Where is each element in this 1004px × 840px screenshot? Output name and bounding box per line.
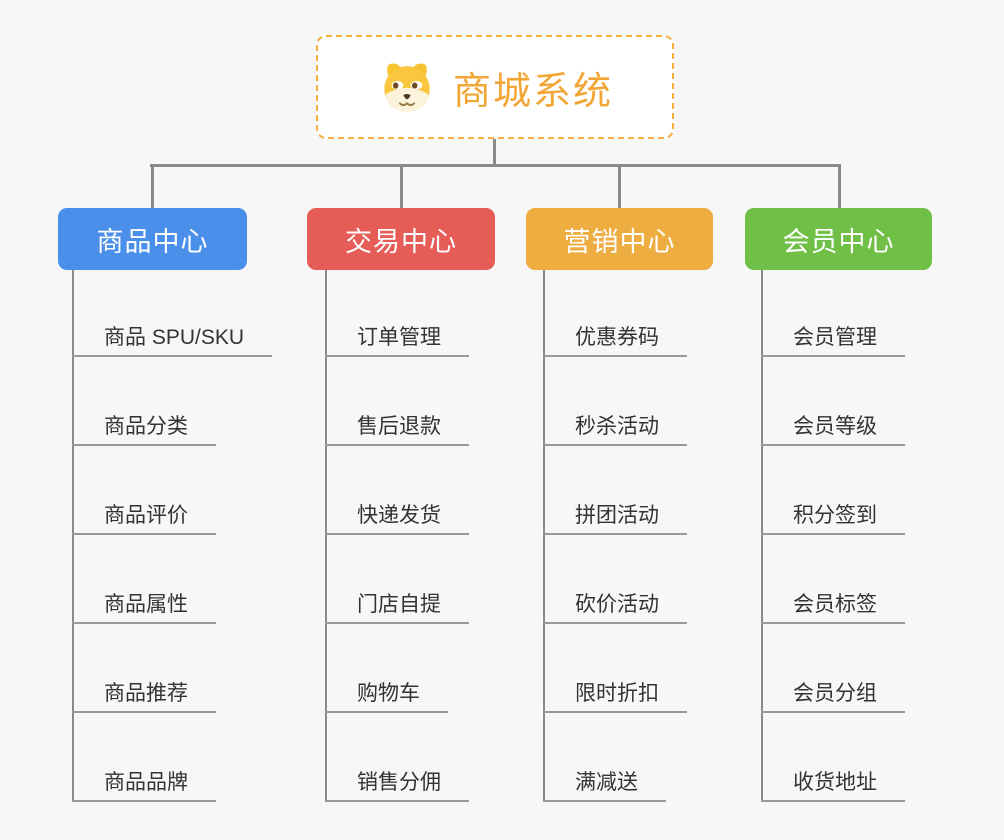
leaf-node-member-center-0[interactable]: 会员管理 [761,315,905,357]
leaf-node-product-center-0[interactable]: 商品 SPU/SKU [72,315,273,357]
branch-label: 商品中心 [96,226,209,257]
leaf-label: 商品分类 [104,415,188,438]
leaf-node-member-center-4[interactable]: 会员分组 [761,671,905,713]
leaf-label: 商品评价 [104,504,188,527]
leaf-node-trade-center-3[interactable]: 门店自提 [325,582,469,624]
leaf-node-member-center-2[interactable]: 积分签到 [761,493,905,535]
leaf-label: 商品属性 [104,593,188,616]
branch-node-marketing-center[interactable]: 营销中心 [526,208,713,270]
dog-face-icon [377,58,437,116]
branch-label: 营销中心 [563,226,676,257]
leaf-label: 商品品牌 [104,771,188,794]
leaf-node-product-center-4[interactable]: 商品推荐 [72,671,216,713]
leaf-node-marketing-center-5[interactable]: 满减送 [543,760,666,802]
branch-drop-line [151,164,154,208]
leaf-node-product-center-2[interactable]: 商品评价 [72,493,216,535]
leaf-label: 秒杀活动 [575,415,659,438]
leaf-label: 会员标签 [793,593,877,616]
leaf-label: 门店自提 [357,593,441,616]
leaf-node-trade-center-5[interactable]: 销售分佣 [325,760,469,802]
branch-trunk-line [72,270,74,802]
leaf-node-product-center-3[interactable]: 商品属性 [72,582,216,624]
root-topic-node[interactable]: 商城系统 [316,35,674,139]
leaf-label: 快递发货 [357,504,441,527]
leaf-label: 商品推荐 [104,682,188,705]
branch-label: 交易中心 [345,226,457,257]
leaf-node-trade-center-2[interactable]: 快递发货 [325,493,469,535]
branch-drop-line [838,164,841,208]
leaf-node-trade-center-0[interactable]: 订单管理 [325,315,469,357]
leaf-node-marketing-center-0[interactable]: 优惠券码 [543,315,687,357]
leaf-label: 拼团活动 [575,504,659,527]
branch-bus-line [150,164,840,167]
leaf-label: 商品 SPU/SKU [104,326,245,349]
leaf-label: 销售分佣 [357,771,441,794]
leaf-label: 满减送 [575,771,638,794]
leaf-label: 砍价活动 [575,593,659,616]
branch-drop-line [618,164,621,208]
leaf-label: 购物车 [357,682,420,705]
root-topic-title: 商城系统 [452,70,613,113]
leaf-node-marketing-center-2[interactable]: 拼团活动 [543,493,687,535]
leaf-label: 限时折扣 [575,682,659,705]
leaf-label: 会员管理 [793,326,877,349]
branch-node-product-center[interactable]: 商品中心 [58,208,247,270]
branch-trunk-line [325,270,327,802]
leaf-label: 积分签到 [793,504,877,527]
leaf-label: 订单管理 [357,326,441,349]
leaf-node-marketing-center-4[interactable]: 限时折扣 [543,671,687,713]
root-stem-line [493,139,496,165]
branch-trunk-line [761,270,763,802]
branch-label: 会员中心 [782,226,895,257]
leaf-node-marketing-center-1[interactable]: 秒杀活动 [543,404,687,446]
leaf-node-member-center-5[interactable]: 收货地址 [761,760,905,802]
leaf-node-member-center-1[interactable]: 会员等级 [761,404,905,446]
leaf-node-trade-center-1[interactable]: 售后退款 [325,404,469,446]
branch-trunk-line [543,270,545,802]
leaf-label: 收货地址 [793,771,877,794]
leaf-node-product-center-5[interactable]: 商品品牌 [72,760,216,802]
leaf-node-trade-center-4[interactable]: 购物车 [325,671,448,713]
leaf-label: 优惠券码 [575,326,659,349]
leaf-node-marketing-center-3[interactable]: 砍价活动 [543,582,687,624]
branch-node-trade-center[interactable]: 交易中心 [307,208,495,270]
leaf-label: 售后退款 [357,415,441,438]
leaf-node-member-center-3[interactable]: 会员标签 [761,582,905,624]
leaf-node-product-center-1[interactable]: 商品分类 [72,404,216,446]
branch-drop-line [400,164,403,208]
leaf-label: 会员分组 [793,682,877,705]
branch-node-member-center[interactable]: 会员中心 [745,208,932,270]
leaf-label: 会员等级 [793,415,877,438]
